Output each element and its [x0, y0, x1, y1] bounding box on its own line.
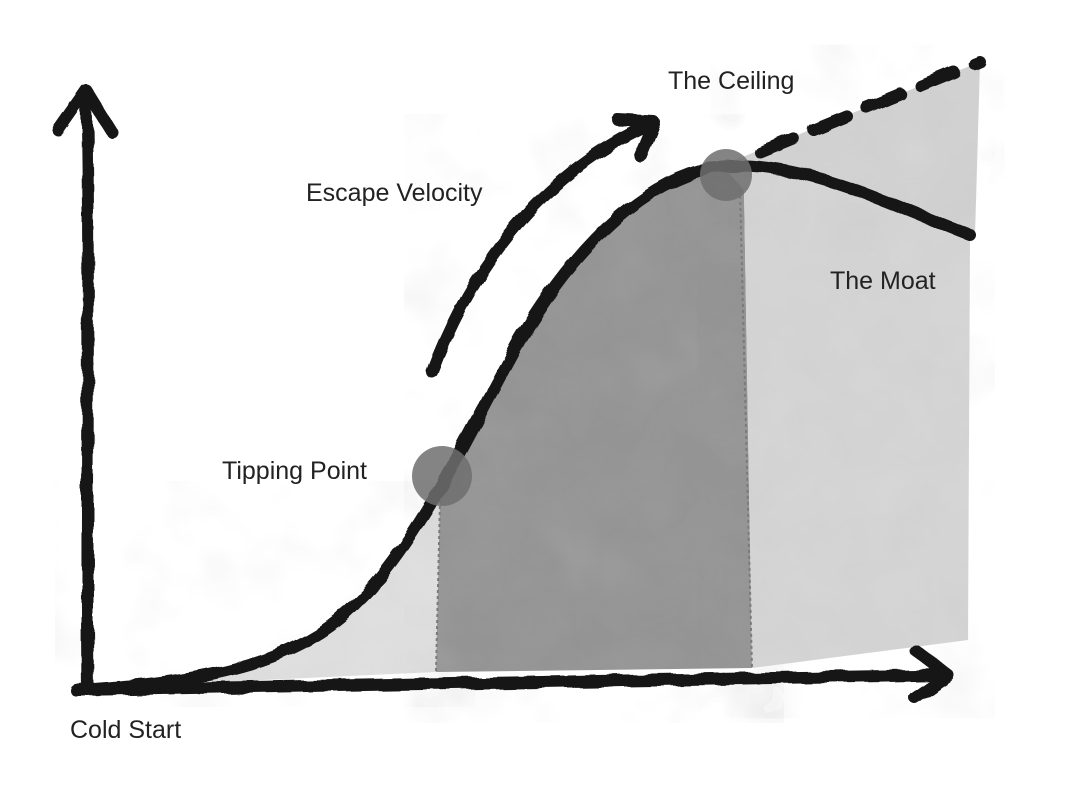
moat-region	[722, 165, 970, 668]
s-curve-line	[74, 159, 976, 696]
escape-velocity-region	[436, 165, 752, 672]
x-axis	[70, 669, 951, 696]
labels: Cold Start Tipping Point Escape Velocity…	[70, 67, 936, 744]
growth-curve	[74, 56, 986, 696]
y-axis-arrow-icon	[52, 84, 118, 138]
label-the-ceiling: The Ceiling	[668, 67, 794, 95]
label-cold-start: Cold Start	[70, 716, 181, 744]
ceiling-dashed-line	[754, 56, 986, 158]
axes	[52, 84, 954, 704]
ceiling-region	[735, 62, 980, 235]
label-escape-velocity: Escape Velocity	[306, 179, 483, 207]
y-axis	[80, 89, 94, 696]
momentum-arrow-icon	[612, 114, 660, 162]
markers	[412, 149, 752, 506]
label-tipping-point: Tipping Point	[222, 457, 367, 485]
cold-start-region	[90, 500, 440, 688]
x-axis-arrow-icon	[909, 644, 954, 704]
divider-seam-left	[435, 499, 441, 673]
divider-seam-right	[739, 189, 753, 669]
momentum-arrow	[426, 119, 654, 378]
tipping-point-marker	[412, 446, 472, 506]
shaded-regions	[90, 62, 980, 688]
label-the-moat: The Moat	[830, 267, 936, 295]
ceiling-marker	[700, 149, 752, 201]
